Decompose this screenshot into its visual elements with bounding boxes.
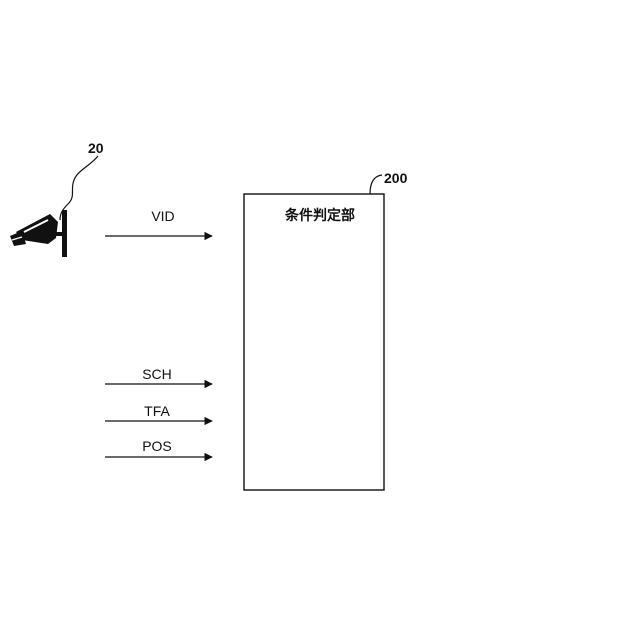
condition-determination-unit-box bbox=[244, 194, 384, 490]
unit-leader-line bbox=[370, 175, 382, 194]
signal-label-tfa: TFA bbox=[144, 403, 170, 419]
condition-determination-unit-title: 条件判定部 bbox=[284, 207, 355, 224]
unit-reference-label: 200 bbox=[384, 170, 408, 186]
camera-reference-label: 20 bbox=[88, 140, 104, 156]
signal-label-pos: POS bbox=[142, 438, 172, 454]
signal-label-vid: VID bbox=[151, 208, 174, 224]
security-camera-icon bbox=[10, 210, 67, 257]
signal-label-sch: SCH bbox=[142, 366, 172, 382]
